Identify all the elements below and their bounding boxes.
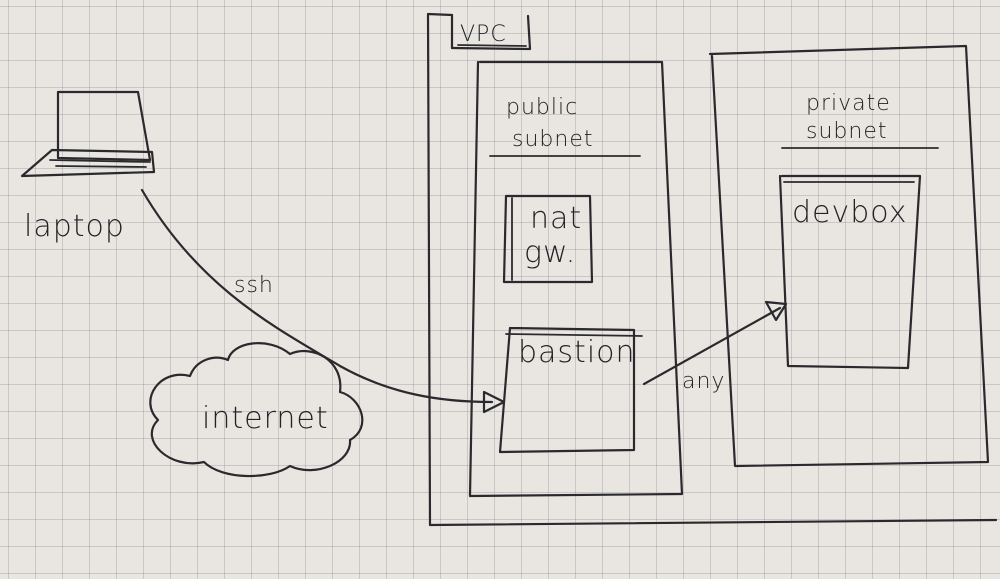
public-subnet-label-line2: subnet [512, 127, 593, 152]
internet-label: internet [202, 401, 329, 436]
private-subnet-boundary [708, 44, 990, 468]
private-subnet-label-line1: private [806, 91, 891, 116]
any-connection-arrow [642, 300, 788, 386]
public-subnet-boundary [468, 60, 684, 498]
devbox-box [778, 174, 922, 370]
nat-gateway-label-line1: nat [530, 201, 582, 236]
ssh-connection-arrow [140, 188, 506, 414]
laptop-icon [20, 90, 156, 178]
vpc-label-underline [457, 44, 527, 47]
private-subnet-label-line2: subnet [806, 119, 887, 144]
public-subnet-label-line1: public [506, 95, 578, 120]
laptop-label: laptop [24, 209, 125, 244]
any-edge-label: any [682, 369, 725, 394]
internet-cloud-icon [149, 342, 364, 478]
nat-gateway-label-line2: gw. [524, 235, 576, 270]
ssh-edge-label: ssh [234, 273, 274, 298]
bastion-label: bastion [518, 335, 636, 370]
nat-gateway-box [502, 194, 594, 284]
devbox-label: devbox [792, 195, 907, 230]
bastion-box [498, 326, 643, 454]
vpc-label: VPC [460, 22, 507, 47]
vpc-boundary [426, 12, 998, 527]
